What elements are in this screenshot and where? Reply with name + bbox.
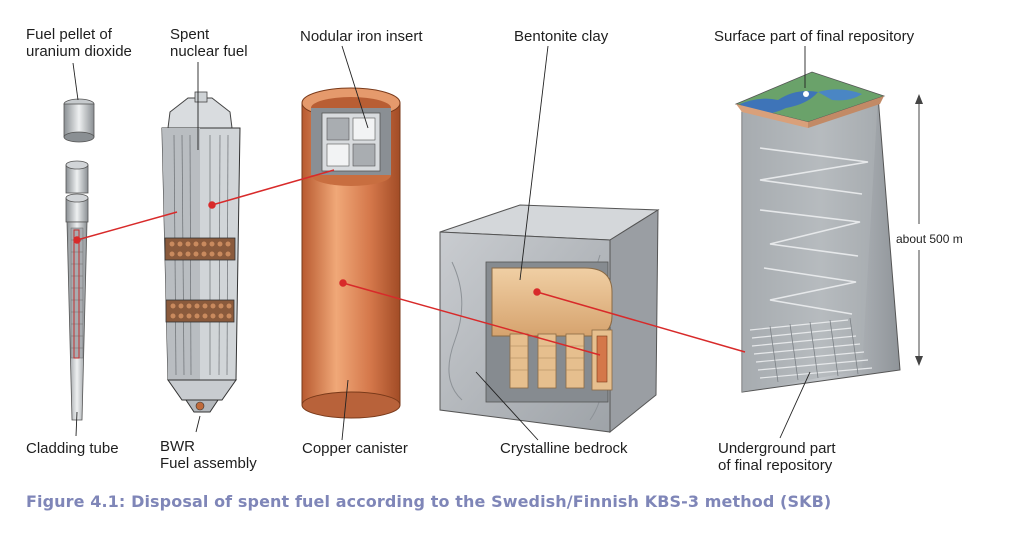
label-underground-line1: Underground part [718, 440, 836, 457]
label-spent-fuel-line1: Spent [170, 26, 210, 43]
label-bentonite-clay: Bentonite clay [514, 28, 609, 45]
repository-tower-illustration [734, 71, 901, 393]
label-bwr-fuel-assembly: BWR Fuel assembly [160, 438, 257, 472]
depth-dimension-arrow [915, 94, 923, 366]
figure-caption: Figure 4.1: Disposal of spent fuel accor… [26, 492, 832, 511]
label-fuel-pellet-line2: uranium dioxide [26, 43, 132, 60]
cladding-tube-illustration [65, 160, 89, 421]
leader-lines [72, 45, 811, 441]
label-copper-canister: Copper canister [302, 440, 408, 457]
label-bwr-line1: BWR [160, 438, 195, 455]
label-underground-part: Underground part of final repository [718, 440, 836, 474]
label-crystalline-bedrock: Crystalline bedrock [500, 440, 628, 457]
label-spent-nuclear-fuel: Spent nuclear fuel [170, 26, 248, 60]
label-fuel-pellet-line1: Fuel pellet of [26, 26, 112, 43]
label-surface-part: Surface part of final repository [714, 28, 915, 45]
crystalline-bedrock-illustration [439, 204, 660, 434]
label-spent-fuel-line2: nuclear fuel [170, 43, 248, 60]
label-depth: about 500 m [896, 232, 963, 246]
label-cladding-tube: Cladding tube [26, 440, 119, 457]
bwr-fuel-assembly-illustration [161, 91, 241, 413]
connector-lines [73, 169, 746, 356]
copper-canister-illustration [301, 87, 401, 419]
label-fuel-pellet: Fuel pellet of uranium dioxide [26, 26, 132, 60]
label-underground-line2: of final repository [718, 457, 833, 474]
label-nodular-iron-insert: Nodular iron insert [300, 28, 423, 45]
label-bwr-line2: Fuel assembly [160, 455, 257, 472]
fuel-pellet-illustration [63, 98, 95, 143]
